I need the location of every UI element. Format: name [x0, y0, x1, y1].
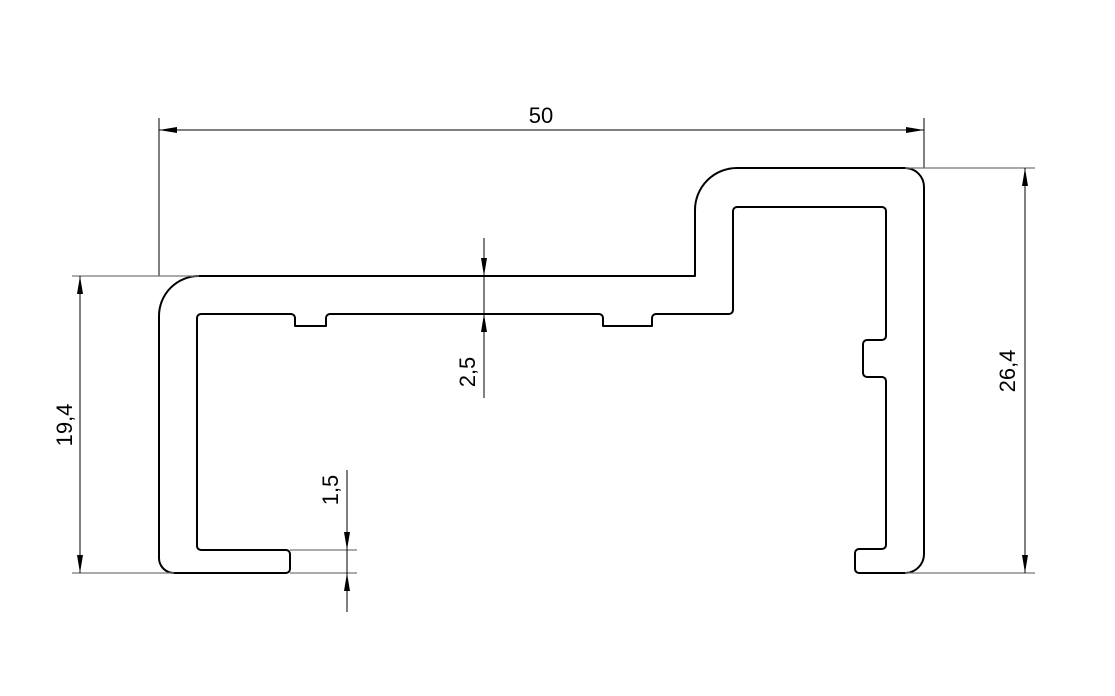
- profile-outer-contour: [158, 167, 925, 574]
- dimension-label-26-4: 26,4: [995, 350, 1020, 393]
- dimension-wall-thickness-top: 2,5: [455, 238, 487, 398]
- dimension-label-19-4: 19,4: [52, 404, 77, 447]
- dimension-wall-thickness-bottom: 1,5: [290, 470, 357, 612]
- dimension-label-50: 50: [529, 103, 553, 128]
- dimension-overall-width: 50: [158, 103, 925, 276]
- dimension-overall-height: 26,4: [905, 167, 1035, 574]
- dimension-left-height: 19,4: [52, 275, 199, 574]
- dimension-label-2-5: 2,5: [455, 357, 480, 388]
- dimension-label-1-5: 1,5: [318, 475, 343, 506]
